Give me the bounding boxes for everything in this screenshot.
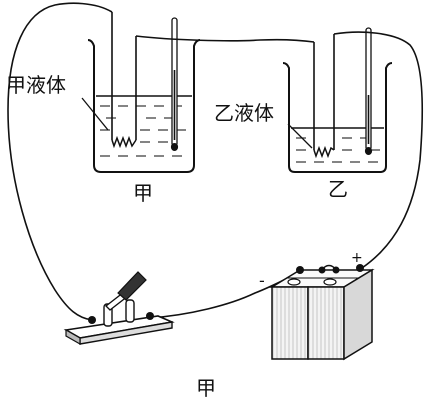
- beaker-b: [282, 27, 393, 173]
- switch-handle[interactable]: [117, 271, 147, 301]
- heating-coil-a: [111, 135, 137, 149]
- liquid-b-dashes: [296, 137, 380, 163]
- thermometer-a: [170, 17, 179, 151]
- beaker-a: [87, 12, 201, 173]
- battery-negative-terminal[interactable]: [296, 266, 304, 274]
- heating-coil-b: [313, 145, 335, 159]
- figure-caption: 甲: [196, 376, 216, 400]
- thermometer-b: [364, 27, 373, 155]
- battery-positive-sign: +: [351, 250, 363, 266]
- pointer-liquid-b: [287, 123, 313, 149]
- label-liquid-b: 乙液体: [214, 101, 274, 125]
- pointer-liquid-a: [81, 97, 109, 131]
- wire-switch-battery: [149, 276, 291, 319]
- battery-pack: [269, 264, 375, 361]
- battery-negative-sign: -: [259, 271, 265, 290]
- wire-series-bridge: [135, 35, 315, 43]
- knife-switch[interactable]: [63, 271, 175, 346]
- label-beaker-a: 甲: [133, 181, 153, 205]
- label-liquid-a: 甲液体: [6, 73, 66, 97]
- wire-left-loop: [7, 2, 113, 321]
- battery-positive-terminal[interactable]: [356, 264, 364, 272]
- wire-right-loop: [333, 31, 424, 269]
- label-beaker-b: 乙: [328, 177, 348, 201]
